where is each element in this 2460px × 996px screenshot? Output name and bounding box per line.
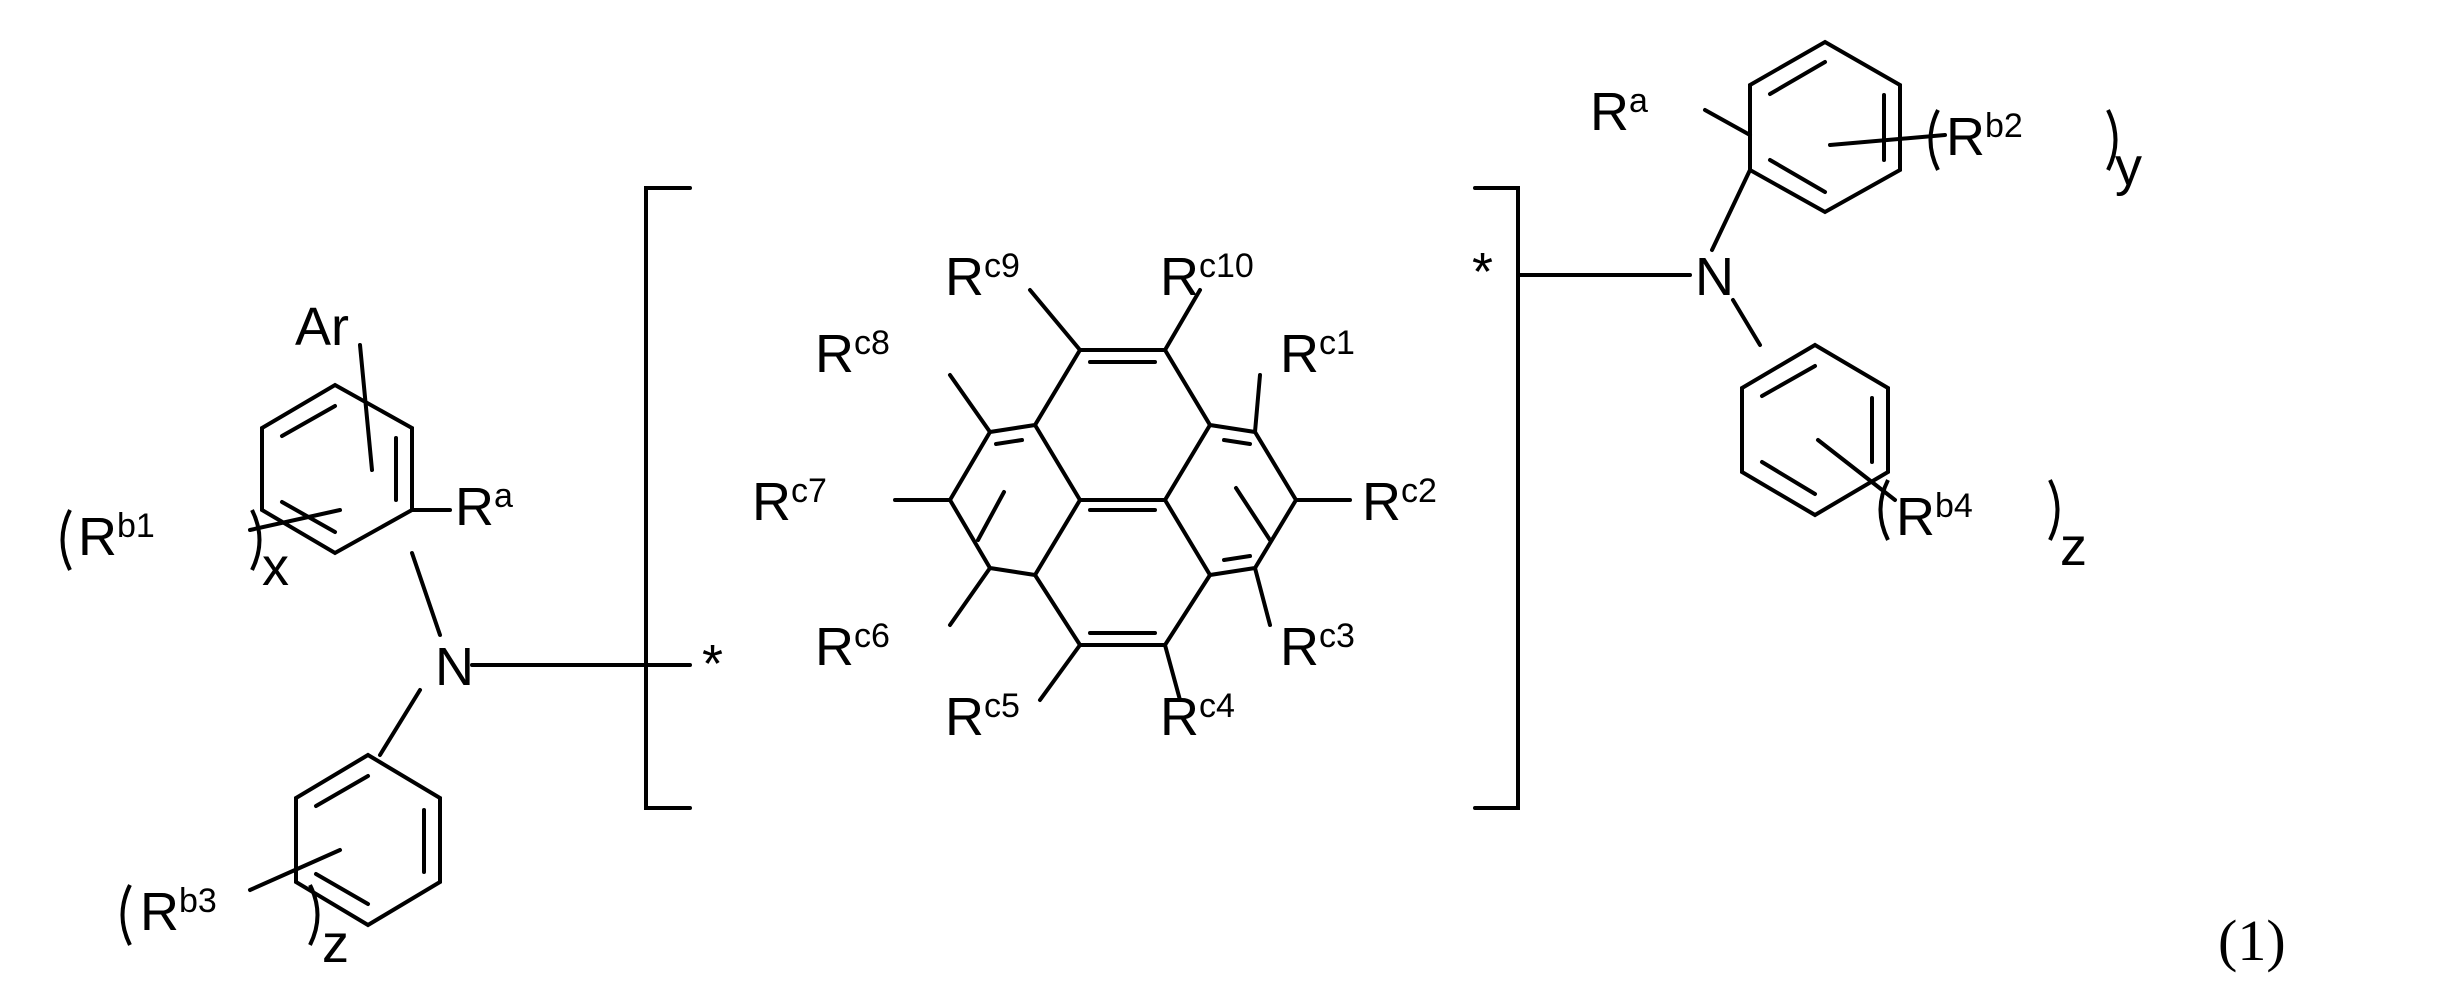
label-right-star: *: [1472, 242, 1493, 302]
rb4-paren-right: [2050, 480, 2058, 540]
label-left-rb1: Rb1: [78, 507, 155, 567]
label-left-ar: Ar: [295, 297, 349, 357]
label-rc7: Rc7: [752, 472, 827, 532]
right-rb2-bond: [1830, 135, 1945, 145]
label-rc4: Rc4: [1160, 687, 1235, 747]
label-rc9: Rc9: [945, 247, 1020, 307]
right-lower-phenyl-double: [1762, 366, 1872, 494]
right-lower-phenyl: [1742, 345, 1888, 515]
label-right-rb4: Rb4: [1896, 487, 1973, 547]
left-lower-phenyl: [296, 755, 440, 925]
label-rc3: Rc3: [1280, 617, 1355, 677]
left-amine-labels: Ar Ra Rb1 x N * Rb3 z: [78, 297, 723, 974]
right-ra-bond: [1705, 110, 1750, 135]
label-rc6: Rc6: [815, 617, 890, 677]
equation-number: (1): [2218, 908, 2286, 973]
left-ar-bond: [360, 345, 372, 470]
label-rc2: Rc2: [1362, 472, 1437, 532]
label-left-n: N: [435, 637, 474, 697]
label-left-star: *: [702, 634, 723, 694]
left-n-bonds: [380, 553, 690, 755]
rb3-paren-left: [123, 885, 131, 945]
left-lower-phenyl-double: [316, 776, 424, 904]
label-right-ra: Ra: [1590, 82, 1648, 142]
label-right-rb2: Rb2: [1946, 107, 2023, 167]
label-right-rb2-sub: y: [2115, 137, 2142, 197]
label-left-rb3: Rb3: [140, 882, 217, 942]
label-rc1: Rc1: [1280, 324, 1355, 384]
label-rc8: Rc8: [815, 324, 890, 384]
group-parentheses: [63, 110, 2116, 945]
right-upper-phenyl: [1750, 42, 1900, 212]
pyrene-double-bonds: [978, 362, 1270, 633]
rb1-paren-right: [252, 510, 260, 570]
right-upper-phenyl-double: [1770, 62, 1884, 192]
label-right-rb4-sub: z: [2060, 517, 2087, 577]
label-left-rb3-sub: z: [322, 914, 349, 974]
left-bracket: [646, 188, 690, 808]
label-left-rb1-sub: x: [262, 537, 289, 597]
label-left-ra: Ra: [455, 477, 513, 537]
label-rc5: Rc5: [945, 687, 1020, 747]
left-upper-phenyl: [262, 385, 412, 553]
left-upper-phenyl-double: [282, 406, 396, 532]
rb2-paren-left: [1931, 110, 1939, 170]
rb1-paren-left: [63, 510, 71, 570]
label-right-n: N: [1695, 247, 1734, 307]
pyrene-inner-bonds: [1035, 425, 1210, 575]
right-amine-labels: * N Ra Rb2 y Rb4 z: [1472, 82, 2142, 577]
label-rc10: Rc10: [1160, 247, 1254, 307]
core-labels: Rc9 Rc10 Rc8 Rc1 Rc7 Rc2 Rc6 Rc3 Rc5 Rc4: [752, 247, 1437, 747]
